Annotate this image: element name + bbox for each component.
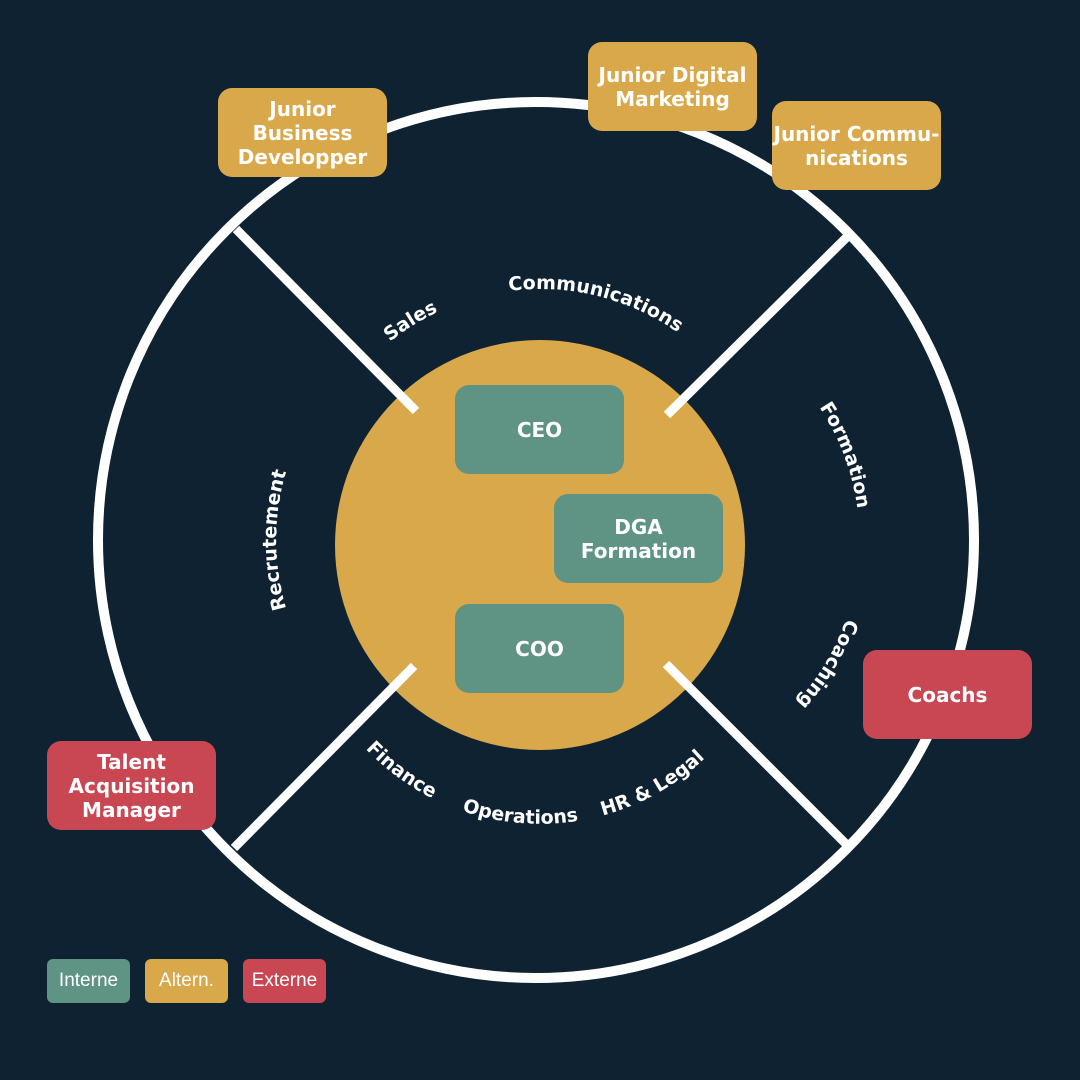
- coachs-box: Coachs: [863, 650, 1032, 739]
- ceo-box: CEO: [455, 385, 624, 474]
- label-formation: Formation: [815, 398, 874, 510]
- junior-communications-box: Junior Commu- nications: [772, 101, 941, 190]
- junior-digital-marketing-box: Junior Digital Marketing: [588, 42, 757, 131]
- outer-ring: [93, 97, 979, 983]
- coo-box: COO: [455, 604, 624, 693]
- label-hr-legal: HR & Legal: [598, 746, 709, 821]
- label-communications: Communications: [507, 272, 687, 337]
- junior-business-developper-box: Junior Business Developper: [218, 88, 387, 177]
- label-recrutement: Recrutement: [259, 467, 291, 613]
- legend-alternance: Altern.: [145, 959, 228, 1003]
- divider-bottom-right: [662, 660, 850, 848]
- divider-bottom-left: [230, 662, 418, 852]
- label-operations: Operations: [460, 795, 579, 829]
- label-finance: Finance: [362, 737, 440, 803]
- legend-interne: Interne: [47, 959, 130, 1003]
- divider-top-left: [232, 225, 420, 415]
- dga-formation-box: DGA Formation: [554, 494, 723, 583]
- legend-externe: Externe: [243, 959, 326, 1003]
- label-sales: Sales: [379, 296, 440, 345]
- divider-top-right: [663, 230, 854, 419]
- talent-acquisition-manager-box: Talent Acquisition Manager: [47, 741, 216, 830]
- core-circle: [335, 340, 745, 750]
- label-coaching: Coaching: [792, 617, 862, 714]
